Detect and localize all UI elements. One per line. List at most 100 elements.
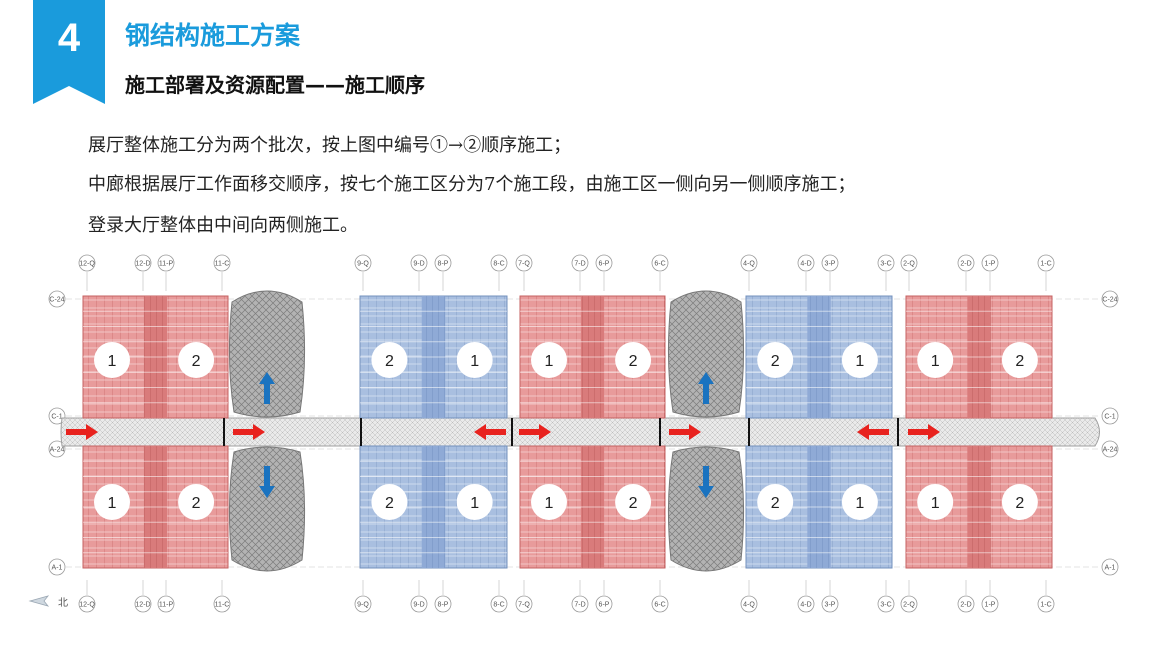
row-label: C-1 xyxy=(1104,414,1115,421)
sequence-number: 1 xyxy=(545,495,554,512)
north-arrow-icon: 北 xyxy=(28,595,68,609)
row-label-circle xyxy=(1101,440,1119,458)
sequence-marker: 1 xyxy=(94,342,130,378)
column-label: 7-Q xyxy=(518,602,530,609)
paragraph-2: 中廊根据展厅工作面移交顺序，按七个施工区分为7个施工段，由施工区一侧向另一侧顺序… xyxy=(88,174,856,195)
column-label: 3-P xyxy=(825,261,836,268)
sequence-number: 2 xyxy=(771,353,780,370)
lobby-top-shape xyxy=(667,290,745,418)
column-label-circle xyxy=(877,595,895,613)
column-label: 1-C xyxy=(1040,261,1051,268)
sequence-marker: 2 xyxy=(371,342,408,378)
column-label: 4-Q xyxy=(743,602,755,609)
corridor-arrow-icon xyxy=(857,424,889,440)
section-number: 4 xyxy=(57,16,81,60)
column-label: 12-Q xyxy=(79,602,95,609)
column-label-circle xyxy=(877,254,895,272)
column-label-circle xyxy=(213,254,231,272)
column-label: 6-P xyxy=(599,261,610,268)
corridor-arrow-icon xyxy=(233,424,265,440)
sequence-number: 2 xyxy=(1015,353,1024,370)
row-label: A-1 xyxy=(52,565,63,572)
sequence-marker: 1 xyxy=(456,342,493,378)
row-label-circle xyxy=(48,440,66,458)
column-label-circle xyxy=(797,595,815,613)
column-label-circle xyxy=(981,254,999,272)
sequence-marker: 2 xyxy=(615,342,652,378)
column-label: 7-D xyxy=(574,261,585,268)
sequence-circle xyxy=(531,342,567,378)
sequence-number: 2 xyxy=(385,353,394,370)
badge-shape xyxy=(33,0,105,104)
sequence-number: 2 xyxy=(192,353,201,370)
column-label: 12-Q xyxy=(79,261,95,268)
sequence-number: 2 xyxy=(629,353,638,370)
sequence-number: 1 xyxy=(855,353,864,370)
sequence-number: 2 xyxy=(771,495,780,512)
column-label: 2-Q xyxy=(903,261,915,268)
column-label-circle xyxy=(651,595,669,613)
registration-lobbies xyxy=(228,290,745,572)
lobby-arrow-icon xyxy=(259,466,275,498)
sequence-marker: 2 xyxy=(1001,342,1038,378)
section-badge: 4 xyxy=(33,0,105,104)
paragraph-1: 展厅整体施工分为两个批次，按上图中编号①→②顺序施工； xyxy=(88,135,572,156)
column-label-circle xyxy=(957,595,975,613)
sequence-marker: 1 xyxy=(917,484,954,520)
column-label: 8-P xyxy=(438,261,449,268)
lobby-top-shape xyxy=(228,290,306,418)
sequence-marker: 1 xyxy=(841,484,878,520)
column-label-circle xyxy=(213,595,231,613)
sequence-circle xyxy=(94,484,130,520)
row-label-circle xyxy=(1101,558,1119,576)
column-label-circle xyxy=(515,254,533,272)
sequence-number: 1 xyxy=(855,495,864,512)
column-label-circle xyxy=(410,254,428,272)
column-label-circle xyxy=(981,595,999,613)
column-label-circle xyxy=(157,595,175,613)
sequence-number: 2 xyxy=(629,495,638,512)
column-label-circle xyxy=(900,254,918,272)
column-label: 7-Q xyxy=(518,261,530,268)
page-title: 钢结构施工方案 xyxy=(125,21,301,50)
sequence-marker: 1 xyxy=(531,484,567,520)
row-label-circle xyxy=(1101,290,1119,308)
corridor-arrow-icon xyxy=(908,424,940,440)
sequence-marker: 1 xyxy=(456,484,493,520)
sequence-circle xyxy=(371,484,408,520)
sequence-circle xyxy=(531,484,567,520)
sequence-circle xyxy=(615,484,652,520)
column-label: 9-D xyxy=(413,602,424,609)
corridor-arrow-icon xyxy=(66,424,98,440)
sequence-circle xyxy=(757,484,794,520)
row-label: A-24 xyxy=(50,447,65,454)
column-label-circle xyxy=(571,595,589,613)
lobby-direction-arrows xyxy=(259,372,714,498)
column-label: 3-P xyxy=(825,602,836,609)
sequence-number: 1 xyxy=(470,353,479,370)
column-label-circle xyxy=(354,254,372,272)
column-label: 2-D xyxy=(960,261,971,268)
column-label-circle xyxy=(595,595,613,613)
column-label-circle xyxy=(515,595,533,613)
column-label-circle xyxy=(571,254,589,272)
sequence-circle xyxy=(178,484,215,520)
column-label-circle xyxy=(434,595,452,613)
column-label: 1-P xyxy=(985,261,996,268)
registration-lobby xyxy=(667,290,745,572)
column-label-circle xyxy=(595,254,613,272)
corridor-arrow-icon xyxy=(474,424,506,440)
lobby-bottom-shape xyxy=(228,446,306,572)
row-label: C-24 xyxy=(49,297,64,304)
column-label-circle xyxy=(134,254,152,272)
row-label-circle xyxy=(48,290,66,308)
row-label: C-1 xyxy=(51,414,62,421)
row-label: A-24 xyxy=(1103,447,1118,454)
column-label: 4-Q xyxy=(743,261,755,268)
sequence-marker: 2 xyxy=(178,484,215,520)
column-label: 9-Q xyxy=(357,261,369,268)
